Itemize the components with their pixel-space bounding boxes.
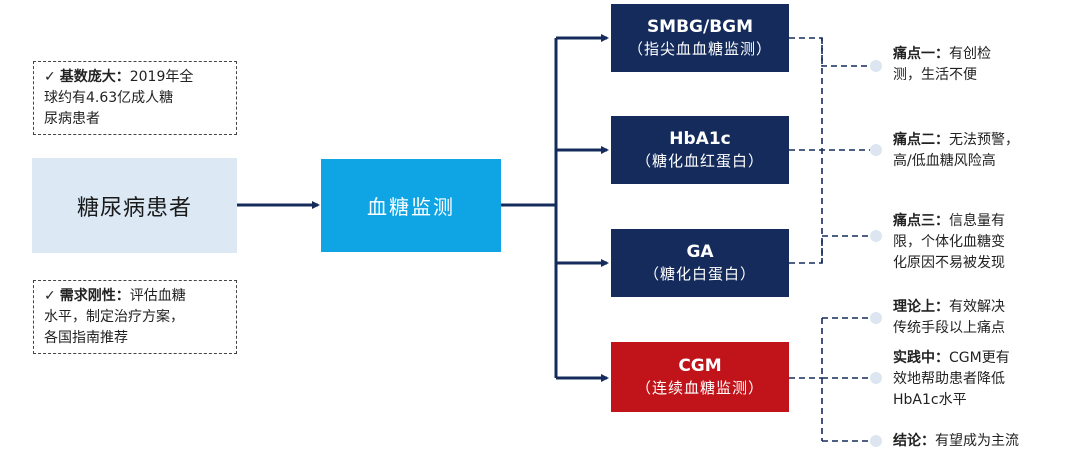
note-label: 需求刚性： [59, 288, 130, 304]
note-label: 结论： [893, 433, 935, 449]
method-desc: （糖化血红蛋白） [635, 152, 764, 170]
method-name: CGM [678, 356, 722, 376]
dot-pain1 [870, 60, 882, 72]
dot-practice [870, 372, 882, 384]
note-text: 效地帮助患者降低 [893, 371, 1005, 387]
dot-pain2 [870, 144, 882, 156]
method-desc: （指尖血血糖监测） [627, 40, 772, 58]
note-label: 痛点三： [893, 213, 949, 229]
dot-conclusion [870, 435, 882, 447]
note-text: 各国指南推荐 [44, 330, 128, 346]
note-text: 有效解决 [949, 299, 1005, 315]
note-text: 球约有4.63亿成人糖 [44, 90, 174, 106]
note-text: 测，生活不便 [893, 67, 977, 83]
check-icon: ✓ [44, 69, 56, 85]
note-text: 无法预警， [949, 132, 1019, 148]
patient-box: 糖尿病患者 [32, 158, 237, 253]
dash-smbg-to-pain1 [789, 37, 870, 67]
note-text: 水平，制定治疗方案， [44, 309, 184, 325]
note-text: 有创检 [949, 46, 991, 62]
note-text: 评估血糖 [129, 288, 186, 304]
method-name: SMBG/BGM [646, 17, 754, 37]
glucose-monitoring-box: 血糖监测 [321, 159, 501, 252]
note-text: 信息量有 [949, 213, 1005, 229]
method-hba1c-box: HbA1c （糖化血红蛋白） [611, 116, 789, 184]
note-text: 化原因不易被发现 [893, 255, 1005, 271]
note-label: 痛点二： [893, 132, 949, 148]
note-text: 尿病患者 [44, 111, 100, 127]
note-label: 理论上： [893, 299, 949, 315]
method-desc: （糖化白蛋白） [643, 265, 756, 283]
pain-point-3: 痛点三：信息量有 限，个体化血糖变 化原因不易被发现 [893, 211, 1005, 274]
note-label: 基数庞大： [59, 69, 130, 85]
method-ga-box: GA （糖化白蛋白） [611, 229, 789, 297]
note-base-large: ✓基数庞大：2019年全 球约有4.63亿成人糖 尿病患者 [33, 61, 237, 135]
note-text: 2019年全 [129, 69, 194, 85]
dash-ga-to-pain3 [789, 235, 870, 264]
method-desc: （连续血糖监测） [635, 379, 764, 397]
dot-theory [870, 312, 882, 324]
note-text: HbA1c水平 [893, 392, 967, 408]
note-label: 实践中： [893, 350, 949, 366]
note-text: CGM更有 [949, 350, 1010, 366]
note-text: 高/低血糖风险高 [893, 153, 996, 169]
note-label: 痛点一： [893, 46, 949, 62]
pain-point-2: 痛点二：无法预警， 高/低血糖风险高 [893, 130, 1019, 172]
note-text: 传统手段以上痛点 [893, 320, 1005, 336]
cgm-note-conclusion: 结论：有望成为主流 [893, 431, 1019, 452]
cgm-note-practice: 实践中：CGM更有 效地帮助患者降低 HbA1c水平 [893, 348, 1010, 411]
method-name: HbA1c [669, 129, 731, 149]
pain-point-1: 痛点一：有创检 测，生活不便 [893, 44, 991, 86]
dot-pain3 [870, 230, 882, 242]
note-text: 有望成为主流 [935, 433, 1019, 449]
cgm-note-theory: 理论上：有效解决 传统手段以上痛点 [893, 297, 1005, 339]
check-icon: ✓ [44, 288, 56, 304]
note-rigid-demand: ✓需求刚性：评估血糖 水平，制定治疗方案， 各国指南推荐 [33, 280, 237, 354]
method-smbg-box: SMBG/BGM （指尖血血糖监测） [611, 4, 789, 72]
note-text: 限，个体化血糖变 [893, 234, 1005, 250]
method-name: GA [686, 242, 714, 262]
method-cgm-box: CGM （连续血糖监测） [611, 342, 789, 412]
